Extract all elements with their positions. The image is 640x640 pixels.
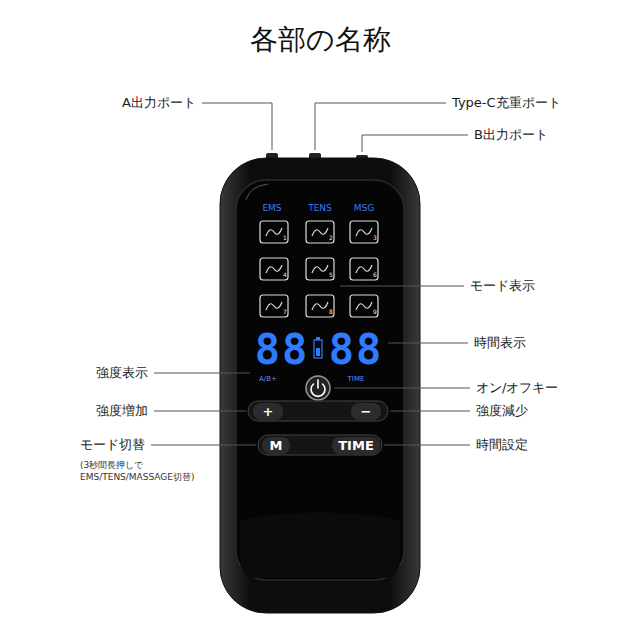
mode-icon — [350, 221, 378, 243]
battery-level — [316, 348, 320, 356]
icon-glyph — [312, 265, 328, 273]
display-digits: 88 — [329, 329, 384, 371]
icon-number: 1 — [283, 235, 287, 241]
icon-number: 7 — [283, 309, 287, 315]
icon-number: 4 — [283, 272, 287, 278]
leader-line — [340, 286, 464, 287]
icon-glyph — [356, 302, 372, 310]
intensity-bar — [248, 401, 388, 421]
mode-icon — [306, 258, 334, 280]
leader-line — [202, 103, 272, 150]
icon-glyph — [266, 228, 282, 236]
display-caption: A/B+ — [259, 376, 277, 383]
icon-glyph — [266, 302, 282, 310]
highlight — [246, 184, 268, 200]
leader-line — [388, 343, 468, 344]
mode-icon — [260, 258, 288, 280]
part-label: 時間設定 — [476, 437, 528, 453]
leader-line — [315, 103, 446, 150]
button-label: M — [270, 439, 283, 452]
icon-number: 9 — [373, 309, 377, 315]
icon-glyph — [312, 228, 328, 236]
device-screen — [236, 180, 404, 580]
icon-glyph — [356, 228, 372, 236]
part-label: オン/オフキー — [476, 380, 558, 396]
mode-icon — [350, 258, 378, 280]
button-label: + — [263, 405, 274, 418]
icon-glyph — [312, 302, 328, 310]
display-digits: 88 — [255, 329, 310, 371]
icon-number: 3 — [373, 235, 377, 241]
button-label: − — [361, 405, 372, 418]
battery-icon — [314, 340, 322, 358]
part-label: 強度増加 — [96, 403, 148, 419]
device-base — [240, 513, 400, 579]
icon-number: 5 — [329, 272, 333, 278]
mode-icons — [260, 221, 378, 317]
battery-cap — [316, 337, 320, 340]
part-label: 時間表示 — [474, 335, 526, 351]
mode-icon — [350, 295, 378, 317]
leader-line — [334, 388, 470, 389]
device-button: − — [351, 403, 381, 420]
part-label: A出力ポート — [122, 95, 196, 111]
display-caption: TIME — [348, 376, 365, 383]
leader-line — [390, 411, 470, 412]
leader-line — [384, 445, 470, 446]
leader-line — [154, 411, 246, 412]
part-label: Type-C充重ポート — [452, 95, 561, 111]
device-body — [220, 158, 420, 613]
device-button: M — [262, 437, 290, 454]
device-button: TIME — [332, 437, 380, 454]
part-label: モード切替 — [80, 437, 145, 453]
icon-number: 6 — [373, 272, 377, 278]
part-label: 強度表示 — [96, 365, 148, 381]
icon-glyph — [266, 265, 282, 273]
icon-number: 8 — [329, 309, 333, 315]
diagram-title: 各部の名称 — [250, 23, 391, 57]
leader-line — [151, 445, 256, 446]
mode-group-label: EMS — [262, 203, 281, 214]
leader-line — [154, 373, 250, 374]
icon-number: 2 — [329, 235, 333, 241]
power-button — [306, 376, 330, 400]
mode-group-label: MSG — [354, 203, 374, 214]
usage-note: (3秒間長押しで EMS/TENS/MASSAGE切替) — [80, 460, 198, 483]
mode-time-bar — [258, 435, 382, 455]
mode-icon — [306, 221, 334, 243]
part-label: 強度減少 — [476, 403, 528, 419]
leader-line — [362, 135, 468, 152]
mode-icon — [260, 295, 288, 317]
button-label: TIME — [338, 439, 374, 452]
mode-icon — [260, 221, 288, 243]
mode-icon — [306, 295, 334, 317]
power-symbol — [311, 380, 325, 396]
device-button: + — [253, 403, 283, 420]
leader-lines — [151, 103, 470, 445]
part-label: モード表示 — [470, 278, 535, 294]
part-label: B出力ポート — [474, 127, 548, 143]
mode-group-label: TENS — [308, 203, 332, 214]
icon-glyph — [356, 265, 372, 273]
